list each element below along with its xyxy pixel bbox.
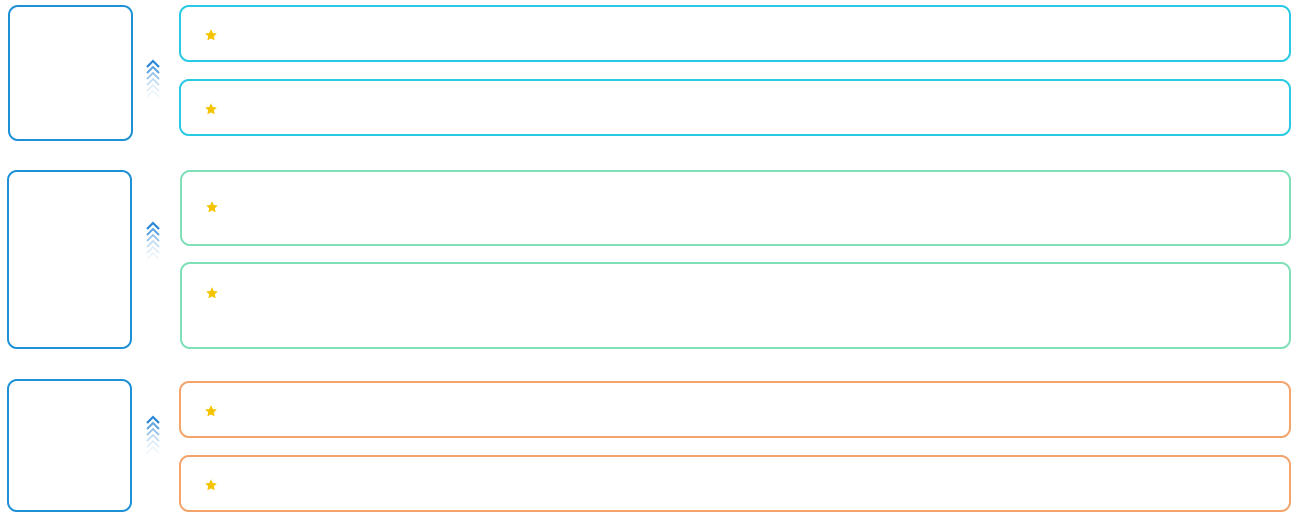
group-1-card-1 — [179, 5, 1291, 62]
star-icon — [205, 29, 217, 41]
star-icon — [205, 103, 217, 115]
group-2-side-box — [7, 170, 132, 349]
star-icon — [206, 201, 218, 213]
group-2-up-chevrons-icon — [145, 221, 161, 263]
group-2-card-2 — [180, 262, 1291, 349]
star-icon — [205, 479, 217, 491]
star-icon — [206, 287, 218, 299]
group-3-card-2 — [179, 455, 1291, 512]
group-2-card-1 — [180, 170, 1291, 246]
group-1-side-box — [8, 5, 133, 141]
group-1-up-chevrons-icon — [145, 59, 161, 101]
star-icon — [205, 405, 217, 417]
group-1-card-2 — [179, 79, 1291, 136]
group-3-up-chevrons-icon — [145, 415, 161, 457]
group-3-card-1 — [179, 381, 1291, 438]
group-3-side-box — [7, 379, 132, 512]
